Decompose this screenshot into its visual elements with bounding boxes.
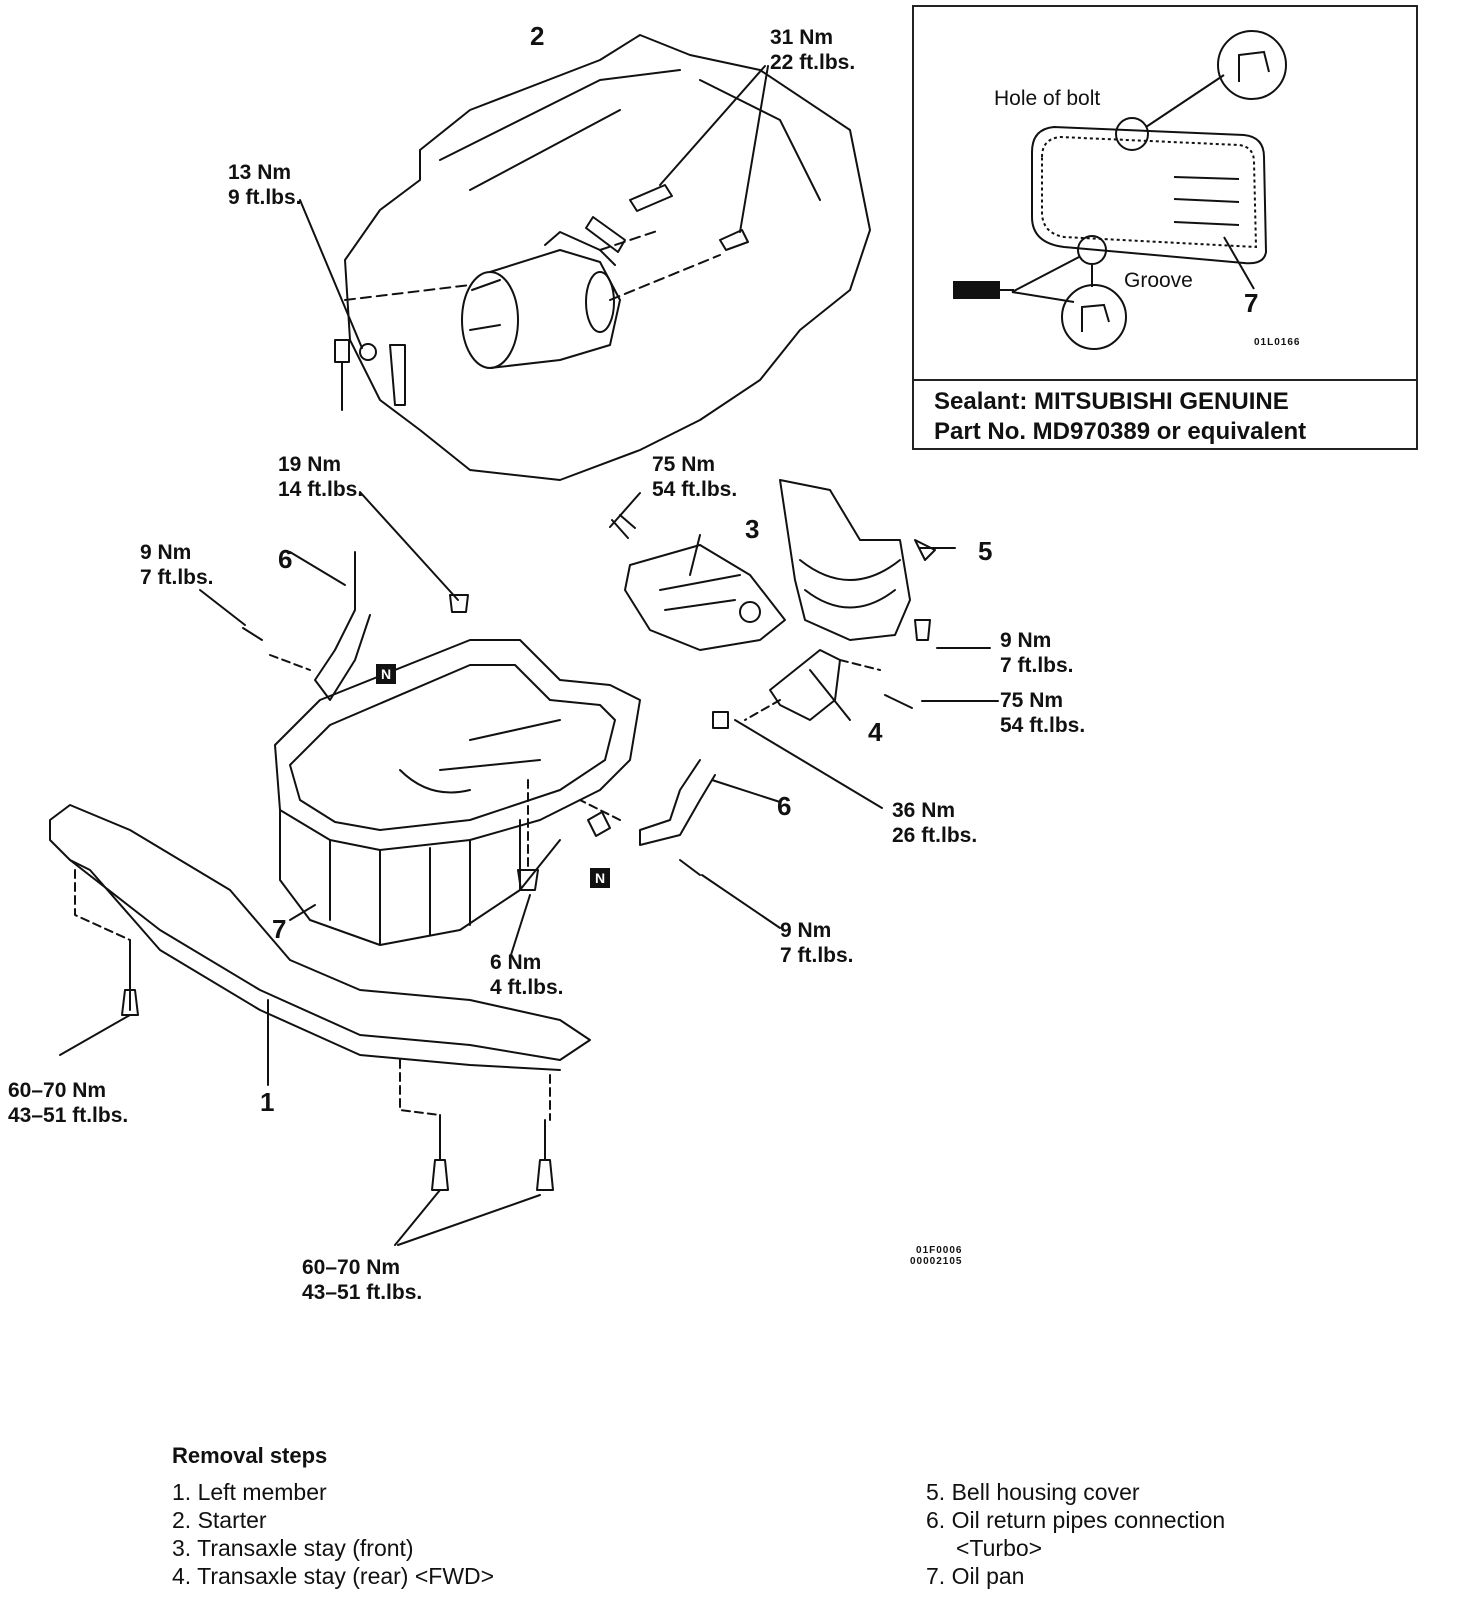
removal-steps-title: Removal steps [172, 1443, 328, 1468]
transaxle-stay-front [624, 544, 786, 651]
removal-step: 5. Bell housing cover [926, 1479, 1140, 1505]
torque-label-stay-rear-bolt: 75 Nm 54 ft.lbs. [1000, 689, 1086, 737]
torque-label-pan-bolt: 19 Nm 14 ft.lbs. [278, 453, 364, 501]
bell-housing-cover [779, 479, 911, 641]
part-number-starter: 2 [530, 21, 545, 51]
oil-return-pipe-lower [639, 759, 716, 846]
part-number-bell-housing: 5 [978, 536, 993, 566]
sealant-inset-panel: Hole of bolt Groove 7 01L0166 Sealant: M… [912, 5, 1418, 450]
torque-label-bell-housing-bolt: 9 Nm 7 ft.lbs. [1000, 629, 1074, 677]
removal-step: 4. Transaxle stay (rear) <FWD> [172, 1563, 495, 1589]
oil-return-pipe-upper [314, 551, 371, 701]
sealant-note: Sealant: MITSUBISHI GENUINE Part No. MD9… [934, 388, 1307, 445]
inset-divider [914, 379, 1416, 381]
new-part-marker: N [376, 664, 396, 684]
inset-figure-code: 01L0166 [1254, 337, 1301, 348]
new-part-marker: N [590, 868, 610, 888]
inset-groove-label: Groove [1124, 269, 1193, 292]
torque-label-drain-plug: 6 Nm 4 ft.lbs. [490, 951, 564, 999]
part-number-stay-rear: 4 [868, 717, 883, 747]
left-member [49, 804, 591, 1191]
removal-step: 6. Oil return pipes connection [926, 1507, 1226, 1533]
removal-step-continuation: <Turbo> [956, 1535, 1043, 1561]
starter-motor [461, 231, 621, 369]
inset-oil-pan-outline [1031, 125, 1268, 265]
inset-part-number-oil-pan: 7 [1244, 288, 1259, 318]
part-number-pipe-upper: 6 [278, 544, 293, 574]
inset-hole-of-bolt-label: Hole of bolt [994, 87, 1101, 110]
oil-pan [274, 639, 641, 946]
torque-label-starter-bolts: 31 Nm 22 ft.lbs. [770, 26, 856, 74]
torque-label-pipe-bolt-lower: 9 Nm 7 ft.lbs. [780, 919, 854, 967]
figure-code: 01F0006 00002105 [910, 1245, 963, 1267]
removal-step: 1. Left member [172, 1479, 327, 1505]
transaxle-stay-rear [769, 649, 841, 721]
part-number-pipe-lower: 6 [777, 791, 792, 821]
part-number-left-member: 1 [260, 1087, 275, 1117]
part-number-stay-front: 3 [745, 514, 760, 544]
part-number-oil-pan: 7 [272, 914, 287, 944]
torque-label-member-bolts-right: 60–70 Nm 43–51 ft.lbs. [302, 1256, 423, 1304]
removal-step: 2. Starter [172, 1507, 267, 1533]
torque-label-stay-rear-lower-bolt: 36 Nm 26 ft.lbs. [892, 799, 978, 847]
removal-step: 7. Oil pan [926, 1563, 1025, 1589]
torque-label-pipe-bolt-upper: 9 Nm 7 ft.lbs. [140, 541, 214, 589]
torque-label-starter-nut: 13 Nm 9 ft.lbs. [228, 161, 302, 209]
torque-label-stay-front-bolt: 75 Nm 54 ft.lbs. [652, 453, 738, 501]
inset-drawing [953, 30, 1287, 350]
removal-step: 3. Transaxle stay (front) [172, 1535, 414, 1561]
torque-label-member-bolt-left: 60–70 Nm 43–51 ft.lbs. [8, 1079, 129, 1127]
